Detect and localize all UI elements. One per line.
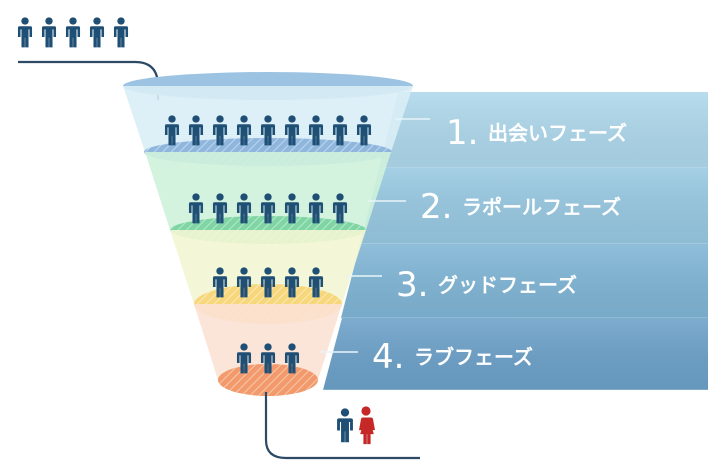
woman-icon (359, 406, 375, 445)
person-icon (113, 17, 129, 48)
bottom-couple (337, 406, 375, 445)
stage-label: グッドフェーズ (438, 273, 577, 297)
person-icon (17, 17, 33, 48)
stage-number: 3. (396, 265, 428, 305)
stage-label: 出会いフェーズ (488, 121, 627, 145)
stage-band-3: 3. グッドフェーズ (341, 244, 708, 319)
bottom-connector-line (264, 392, 420, 460)
stage-number: 4. (372, 337, 404, 377)
person-icon (41, 17, 57, 48)
person-icon (89, 17, 105, 48)
stage-label: ラポールフェーズ (462, 195, 621, 219)
stage-bands: 1. 出会いフェーズ 2. ラポールフェーズ 3. グッドフェーズ 4. ラブフェーズ (323, 92, 708, 391)
stage-number: 2. (420, 187, 452, 227)
stage-label: ラブフェーズ (414, 345, 533, 369)
funnel (123, 72, 430, 396)
stage-band-2: 2. ラポールフェーズ (360, 168, 708, 245)
man-icon (337, 408, 353, 443)
stage-band-1: 1. 出会いフェーズ (379, 92, 708, 169)
person-icon (65, 17, 81, 48)
stage-band-4: 4. ラブフェーズ (323, 318, 708, 391)
funnel-section-4 (194, 304, 358, 396)
top-people-group (17, 17, 129, 48)
stage-number: 1. (446, 113, 478, 153)
